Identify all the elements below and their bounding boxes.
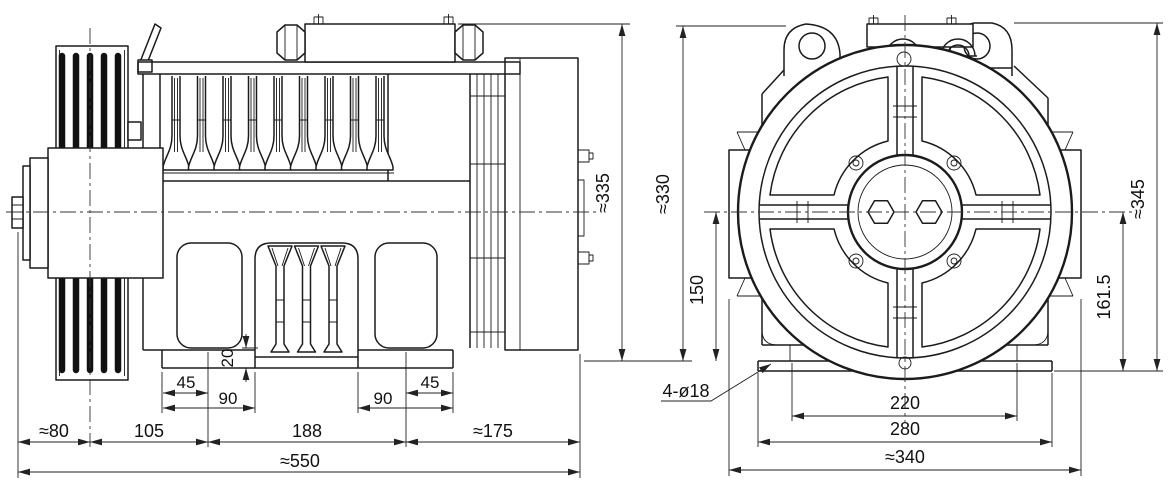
dim-base-width-280: 280	[890, 419, 920, 439]
center-fin-panel	[254, 242, 359, 368]
dim-center-150: 150	[687, 275, 707, 305]
dim-foot-90-right: 90	[374, 389, 393, 408]
dim-overall-width-340: ≈340	[885, 447, 925, 467]
dim-sheave-80: ≈80	[39, 421, 69, 441]
dim-foot-90-left: 90	[219, 389, 238, 408]
shaft-hub	[11, 147, 164, 279]
lifting-lug-left	[783, 23, 841, 76]
rim-hole-top	[896, 51, 912, 67]
dim-total-550: ≈550	[280, 451, 320, 471]
stator-top-plate	[137, 61, 521, 75]
cable-gland-right	[454, 24, 484, 61]
rear-end-cap	[504, 57, 579, 351]
side-view: ≈335 20 45 90 90 45 ≈80 105 188 ≈175 ≈55…	[6, 14, 692, 478]
dim-height-330: ≈330	[653, 174, 673, 214]
dim-foot-step-20: 20	[218, 349, 237, 368]
cable-gland-left	[276, 24, 306, 61]
dim-bolt-spacing-220: 220	[890, 393, 920, 413]
dim-mounting-holes: 4-ø18	[662, 381, 709, 401]
lug-hole-left	[798, 32, 826, 60]
dim-foot-45-left: 45	[177, 373, 196, 392]
brake-assembly	[469, 57, 594, 351]
dim-center-161-5: 161.5	[1094, 274, 1114, 319]
dimensions-front: ≈330 150 161.5 ≈345 4-ø18 220 280 ≈340	[653, 22, 1163, 476]
brake-lever	[127, 23, 162, 141]
sensor-stub-upper	[577, 149, 590, 163]
sensor-stub-lower	[577, 251, 590, 265]
dimensions-side: ≈335 20 45 90 90 45 ≈80 105 188 ≈175 ≈55…	[17, 23, 692, 478]
dim-total-height-345: ≈345	[1128, 179, 1148, 219]
dim-188: 188	[292, 421, 322, 441]
dim-105: 105	[134, 421, 164, 441]
housing-window-right	[374, 242, 438, 349]
encoder-cover	[577, 179, 585, 237]
terminal-box	[276, 14, 484, 63]
shaft-end	[11, 196, 24, 229]
dim-foot-45-right: 45	[421, 373, 440, 392]
housing-window-left	[176, 242, 243, 349]
cooling-fins	[159, 74, 470, 182]
front-view: ≈330 150 161.5 ≈345 4-ø18 220 280 ≈340	[653, 15, 1163, 476]
dim-rear-175: ≈175	[473, 421, 513, 441]
dim-height-335: ≈335	[593, 173, 613, 213]
